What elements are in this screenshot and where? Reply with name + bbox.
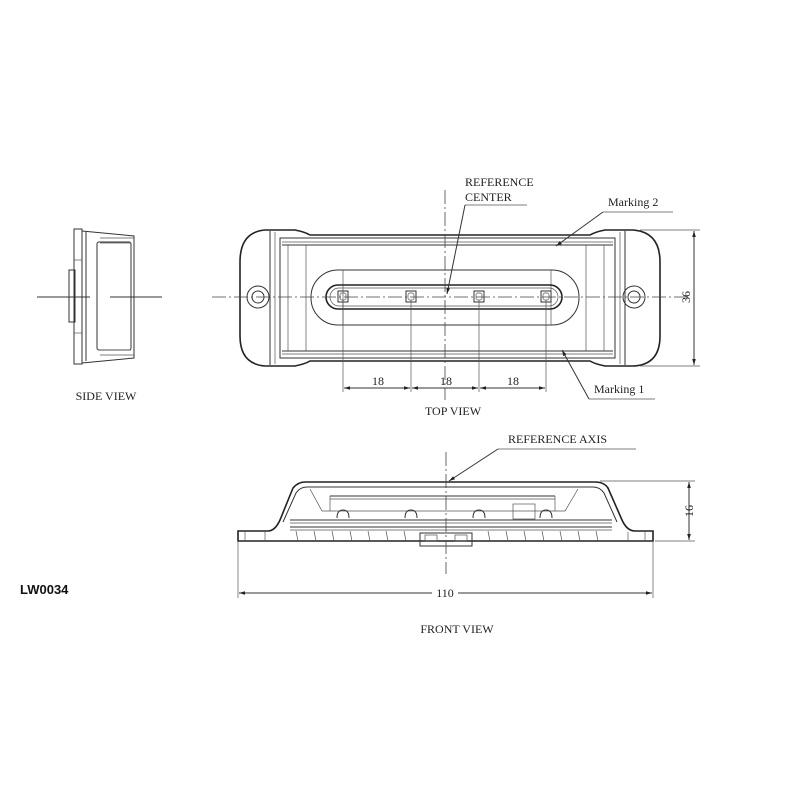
callout-marking-1: Marking 1: [594, 382, 644, 396]
dim-led-pitch-1: 18: [372, 374, 384, 388]
callout-reference-center-line1: REFERENCE: [465, 175, 534, 189]
dim-led-pitch-2: 18: [440, 374, 452, 388]
front-view-label: FRONT VIEW: [420, 622, 494, 636]
front-view: REFERENCE AXIS 16 110 FRONT VIEW: [237, 432, 696, 636]
top-view-label: TOP VIEW: [425, 404, 482, 418]
callout-marking-2: Marking 2: [608, 195, 658, 209]
callout-reference-center-line2: CENTER: [465, 190, 512, 204]
side-view-label: SIDE VIEW: [76, 389, 137, 403]
dim-led-pitch-3: 18: [507, 374, 519, 388]
top-view: 18 18 18 36 REFERENCE CENTER Marking 2 M…: [212, 175, 700, 418]
led-row: [337, 290, 552, 303]
dim-height-16: 16: [682, 505, 696, 517]
dim-height-36: 36: [679, 291, 693, 303]
callout-reference-axis: REFERENCE AXIS: [508, 432, 607, 446]
base-fins: [244, 530, 646, 542]
dim-width-110: 110: [436, 586, 454, 600]
part-code: LW0034: [20, 582, 69, 597]
side-view: SIDE VIEW: [37, 228, 162, 403]
